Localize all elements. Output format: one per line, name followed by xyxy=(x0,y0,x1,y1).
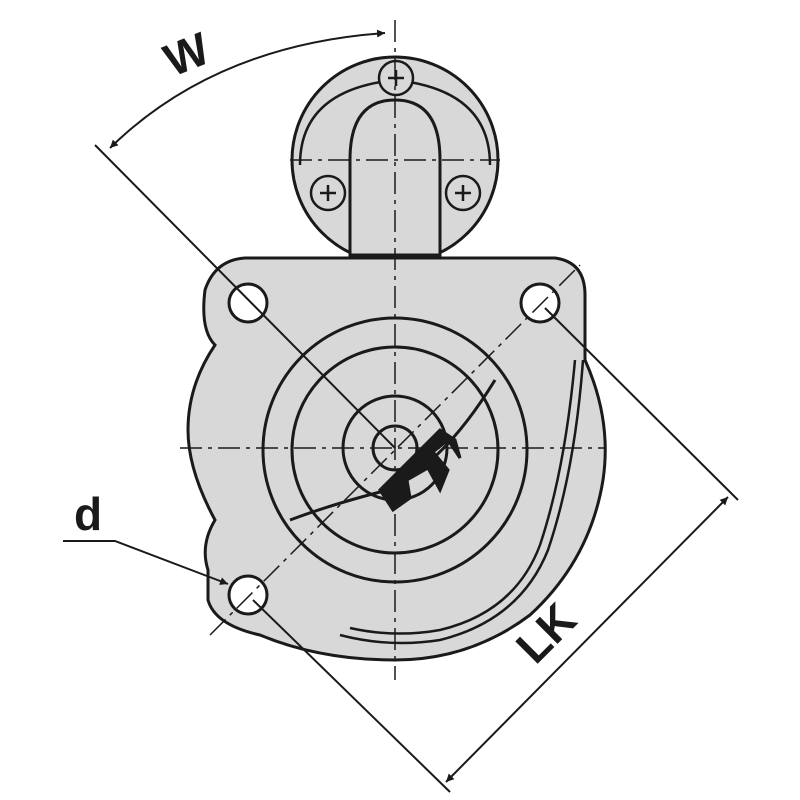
cap-screw-left xyxy=(309,174,347,212)
angle-dimension-w xyxy=(94,29,396,449)
label-d: d xyxy=(74,488,102,540)
bolt-circle-dimension-lk xyxy=(252,307,739,793)
center-lines xyxy=(180,20,605,680)
label-w: W xyxy=(157,22,217,87)
cap-screw-right xyxy=(444,174,482,212)
cap-screw-top xyxy=(377,59,415,97)
mounting-hole-top-left xyxy=(227,282,269,324)
hole-diameter-leader xyxy=(63,540,229,585)
